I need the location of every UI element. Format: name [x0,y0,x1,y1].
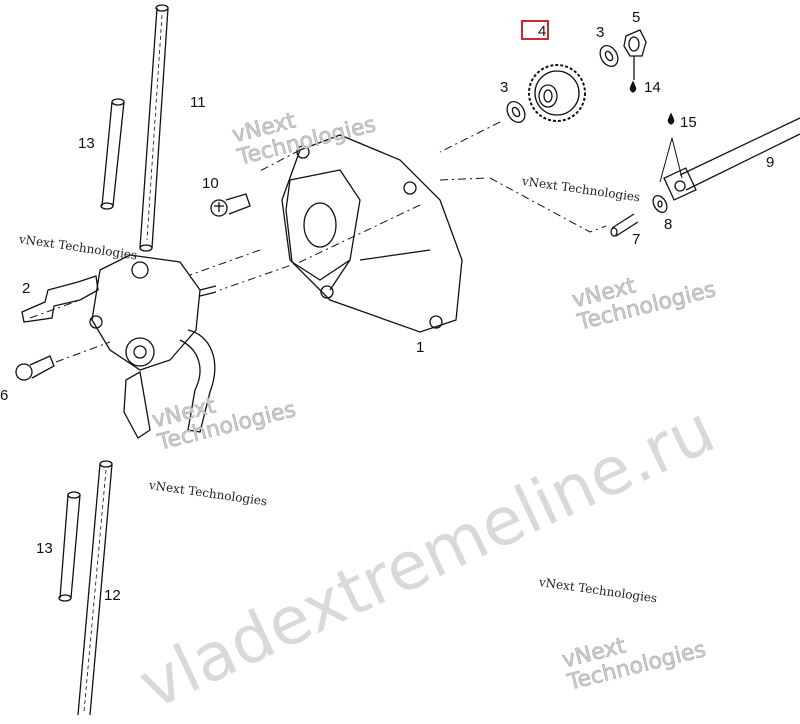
screw-6 [15,355,55,381]
oil-drop-icon-14 [629,80,637,93]
callout-10[interactable]: 10 [202,175,219,192]
pin-7 [610,213,639,237]
callout-7[interactable]: 7 [632,231,641,248]
tube-13-top [100,98,125,210]
tube-13-bottom [58,491,81,602]
highlight-box-part-4 [521,20,549,40]
callout-4[interactable]: 4 [538,23,547,40]
nut-5 [623,29,647,80]
callout-13-top[interactable]: 13 [78,135,95,152]
callout-2[interactable]: 2 [22,280,31,297]
washer-3-left [506,101,526,123]
washer-8 [652,194,668,214]
callout-11[interactable]: 11 [190,94,206,111]
callout-8[interactable]: 8 [664,216,673,233]
callout-3-left[interactable]: 3 [500,79,509,96]
callout-13-bottom[interactable]: 13 [36,540,53,557]
callout-12[interactable]: 12 [104,587,121,604]
screw-10 [210,193,251,217]
pump-housing-1 [281,134,463,333]
tube-11 [139,4,169,252]
callout-1[interactable]: 1 [416,339,425,356]
oil-pump-body [89,254,217,439]
bracket-2 [21,275,99,323]
tube-12 [77,460,113,716]
gear-4 [528,64,586,122]
callout-14[interactable]: 14 [644,79,661,96]
callout-5[interactable]: 5 [632,9,641,26]
callout-6[interactable]: 6 [0,387,9,404]
callout-9[interactable]: 9 [766,154,775,171]
callout-3-right[interactable]: 3 [596,24,605,41]
callout-15[interactable]: 15 [680,114,697,131]
shaft-9 [663,117,800,201]
oil-drop-icon-15 [667,112,675,125]
washer-3-right [599,45,619,67]
